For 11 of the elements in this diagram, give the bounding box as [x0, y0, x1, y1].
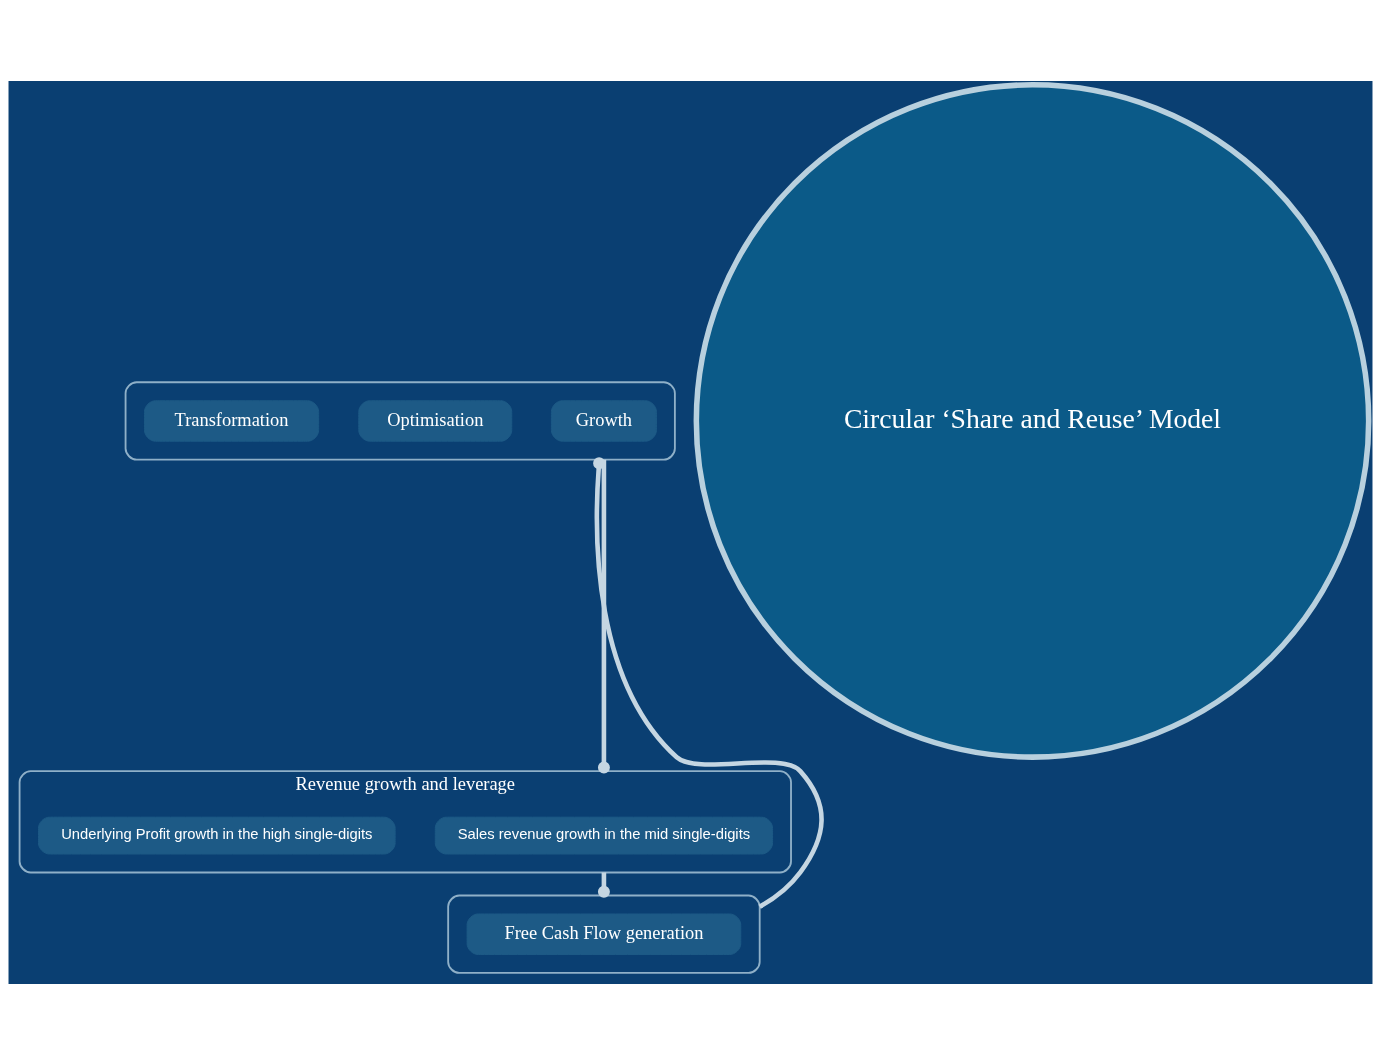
- cluster: [124, 380, 676, 461]
- node-box: Growth: [550, 399, 657, 442]
- node-box: Free Cash Flow generation: [466, 913, 742, 955]
- cluster: [447, 894, 761, 974]
- connector: [593, 456, 824, 909]
- node-box: Optimisation: [358, 399, 513, 442]
- connector: [597, 459, 610, 773]
- node-box: Underlying Profit growth in the high single-digits: [38, 816, 396, 854]
- node-box: Sales revenue growth in the mid single-digits: [434, 816, 774, 854]
- node-circle: Circular ‘Share and Reuse’ Model: [693, 81, 1372, 760]
- node-box: Transformation: [144, 399, 320, 442]
